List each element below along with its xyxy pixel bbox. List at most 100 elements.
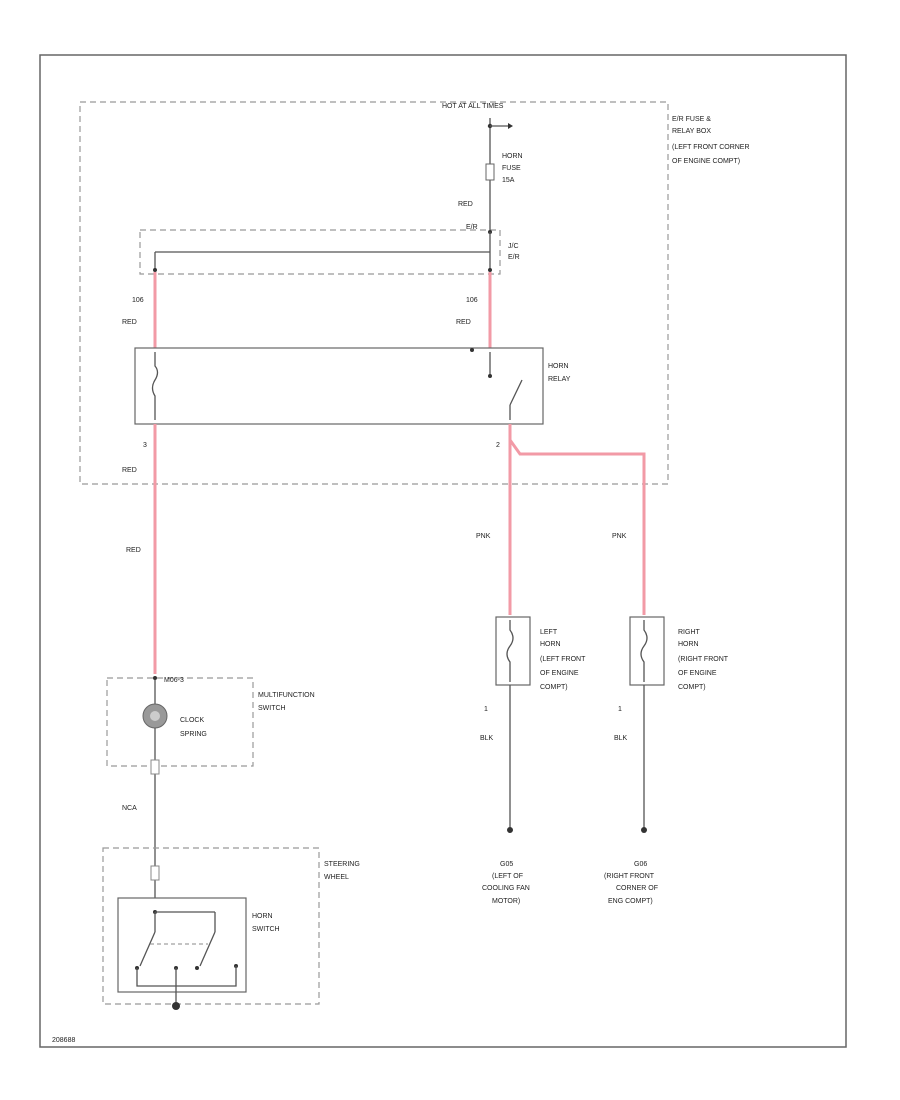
horn-fuse-icon xyxy=(485,163,495,181)
horn-switch-contact-left-icon xyxy=(139,931,156,967)
ground-left-label: G05 (LEFT OF COOLING FAN MOTOR) xyxy=(482,861,530,905)
pink-wire-split xyxy=(508,424,646,615)
svg-text:(LEFT FRONT CORNER: (LEFT FRONT CORNER xyxy=(672,144,750,151)
hot-at-all-times-label: HOT AT ALL TIMES xyxy=(442,103,504,110)
junction-node-right xyxy=(488,268,492,272)
ground-left-icon xyxy=(507,827,513,833)
svg-text:E/R FUSE &: E/R FUSE & xyxy=(672,116,711,123)
fuse-wire-color: RED xyxy=(458,201,473,208)
steering-wheel-outline xyxy=(102,847,320,1005)
svg-text:CORNER OF: CORNER OF xyxy=(616,885,658,892)
svg-text:HORN: HORN xyxy=(540,641,561,648)
svg-text:CLOCK: CLOCK xyxy=(180,717,204,724)
svg-text:E/R: E/R xyxy=(508,254,520,261)
svg-text:SWITCH: SWITCH xyxy=(252,926,280,933)
svg-text:OF ENGINE COMPT): OF ENGINE COMPT) xyxy=(672,158,740,165)
left-wire-id: 106 xyxy=(132,297,144,304)
svg-text:J/C: J/C xyxy=(508,243,519,250)
svg-text:RELAY BOX: RELAY BOX xyxy=(672,128,711,135)
svg-text:STEERING: STEERING xyxy=(324,861,360,868)
clock-spring-label: CLOCK SPRING xyxy=(180,717,207,738)
junction-connector-outline xyxy=(139,229,501,275)
svg-text:RIGHT: RIGHT xyxy=(678,629,701,636)
svg-text:COOLING FAN: COOLING FAN xyxy=(482,885,530,892)
svg-text:FUSE: FUSE xyxy=(502,165,521,172)
svg-text:LEFT: LEFT xyxy=(540,629,558,636)
left-horn-body xyxy=(495,616,531,686)
multifunction-switch-outline xyxy=(106,677,254,767)
left-horn-icon xyxy=(506,620,514,682)
fuse-relay-box-outline xyxy=(79,101,669,485)
relay-contact-switch-icon xyxy=(509,379,523,406)
steering-ground-icon xyxy=(172,1002,180,1010)
svg-text:15A: 15A xyxy=(502,177,515,184)
nca-label: NCA xyxy=(122,805,137,812)
ground-right-label: G06 (RIGHT FRONT CORNER OF ENG COMPT) xyxy=(604,861,658,905)
right-horn-body xyxy=(629,616,665,686)
clock-connector-label: M06-3 xyxy=(164,677,184,684)
horn-switch-label: HORN SWITCH xyxy=(252,913,280,933)
horn-relay-label: HORN RELAY xyxy=(548,363,571,383)
svg-text:(LEFT OF: (LEFT OF xyxy=(492,873,523,880)
left-horn-label: LEFT HORN (LEFT FRONT OF ENGINE COMPT) xyxy=(540,629,586,691)
steering-wheel-label: STEERING WHEEL xyxy=(324,861,360,881)
svg-text:HORN: HORN xyxy=(678,641,699,648)
svg-text:(LEFT FRONT: (LEFT FRONT xyxy=(540,656,586,663)
left-horn-pin: 1 xyxy=(484,706,488,713)
svg-text:HORN: HORN xyxy=(548,363,569,370)
jc-label: J/C E/R xyxy=(508,243,520,261)
svg-text:(RIGHT FRONT: (RIGHT FRONT xyxy=(604,873,655,880)
horn-switch-contact-right-icon xyxy=(199,931,216,967)
clock-connector-node xyxy=(153,676,157,680)
red-below-relay: RED xyxy=(122,467,137,474)
svg-text:G06: G06 xyxy=(634,861,647,868)
horn-fuse-label: HORN FUSE 15A xyxy=(502,153,523,184)
fuse-box-label: E/R FUSE & RELAY BOX (LEFT FRONT CORNER … xyxy=(672,116,750,165)
connector-ref-label: E/R xyxy=(466,224,478,231)
feed-arrow-icon xyxy=(508,123,513,129)
svg-text:COMPT): COMPT) xyxy=(678,684,706,691)
ground-right-icon xyxy=(641,827,647,833)
clock-spring-connector-icon xyxy=(150,759,160,775)
outer-frame xyxy=(39,54,847,1048)
red-mid-label: RED xyxy=(126,547,141,554)
svg-text:RELAY: RELAY xyxy=(548,376,571,383)
svg-text:HORN: HORN xyxy=(252,913,273,920)
figure-id: 208688 xyxy=(52,1037,75,1044)
horn-switch-node-3 xyxy=(195,966,199,970)
svg-text:MULTIFUNCTION: MULTIFUNCTION xyxy=(258,692,315,699)
svg-text:SWITCH: SWITCH xyxy=(258,705,286,712)
steering-connector-icon xyxy=(150,865,160,881)
blk-left-label: BLK xyxy=(480,735,494,742)
right-horn-icon xyxy=(640,620,648,682)
svg-text:HORN: HORN xyxy=(502,153,523,160)
right-horn-pin: 1 xyxy=(618,706,622,713)
blk-right-label: BLK xyxy=(614,735,628,742)
junction-node-left xyxy=(153,268,157,272)
svg-text:OF ENGINE: OF ENGINE xyxy=(540,670,579,677)
relay-pin-right: 2 xyxy=(496,442,500,449)
horn-relay-body xyxy=(134,347,544,425)
svg-text:G05: G05 xyxy=(500,861,513,868)
clock-spring-center-icon xyxy=(150,711,160,721)
right-horn-label: RIGHT HORN (RIGHT FRONT OF ENGINE COMPT) xyxy=(678,629,729,691)
svg-text:OF ENGINE: OF ENGINE xyxy=(678,670,717,677)
relay-input-node xyxy=(470,348,474,352)
svg-text:(RIGHT FRONT: (RIGHT FRONT xyxy=(678,656,729,663)
relay-contact-node xyxy=(488,374,492,378)
pnk-left-label: PNK xyxy=(476,533,491,540)
horn-switch-body xyxy=(117,897,247,993)
svg-text:COMPT): COMPT) xyxy=(540,684,568,691)
svg-text:MOTOR): MOTOR) xyxy=(492,898,520,905)
relay-coil-icon xyxy=(151,352,159,420)
svg-text:SPRING: SPRING xyxy=(180,731,207,738)
pnk-right-label: PNK xyxy=(612,533,627,540)
relay-pin-left: 3 xyxy=(143,442,147,449)
svg-text:ENG COMPT): ENG COMPT) xyxy=(608,898,653,905)
svg-text:WHEEL: WHEEL xyxy=(324,874,349,881)
right-wire-id: 106 xyxy=(466,297,478,304)
right-wire-color: RED xyxy=(456,319,471,326)
horn-switch-return xyxy=(136,966,237,987)
multifunction-switch-label: MULTIFUNCTION SWITCH xyxy=(258,692,315,712)
